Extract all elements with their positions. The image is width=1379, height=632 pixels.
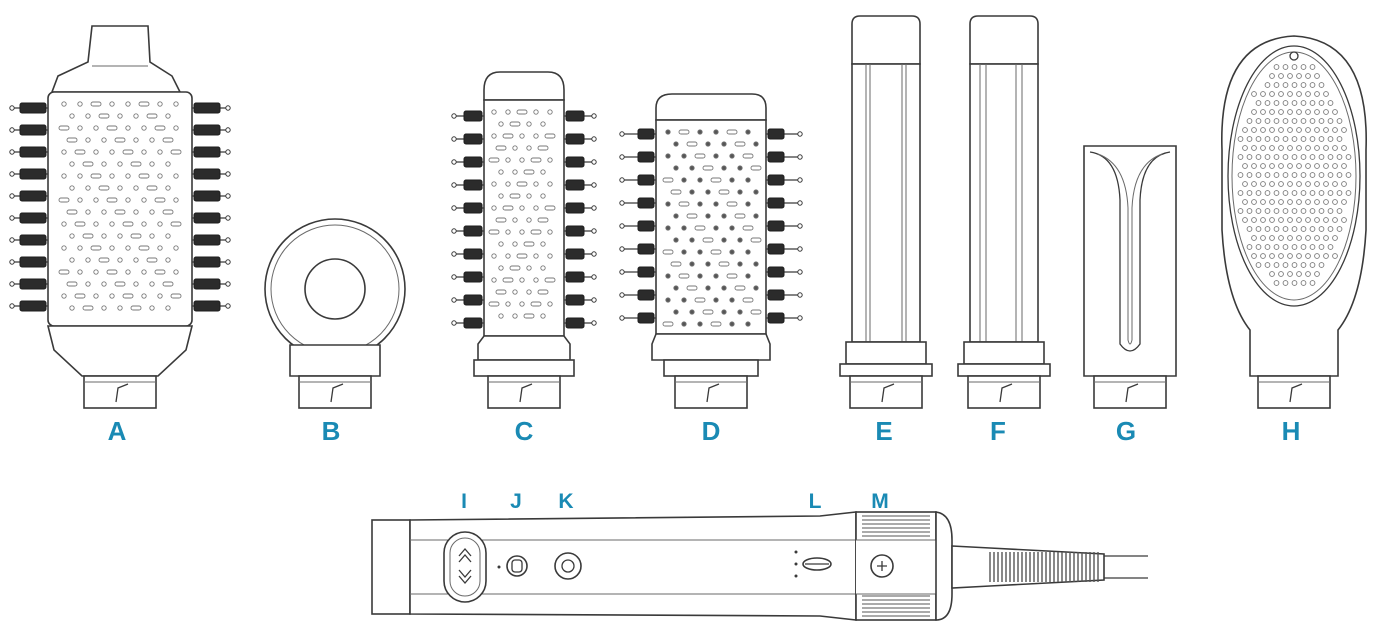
handle <box>371 511 1148 621</box>
label-b: B <box>322 416 341 446</box>
label-i: I <box>461 490 467 513</box>
label-j: J <box>510 490 522 513</box>
label-h: H <box>1282 416 1301 446</box>
label-f: F <box>990 416 1006 446</box>
label-c: C <box>515 416 534 446</box>
attachment-d-small-round-brush <box>619 93 803 409</box>
speed-rocker-switch[interactable] <box>443 531 487 603</box>
label-m: M <box>871 490 889 513</box>
label-d: D <box>702 416 721 446</box>
attachment-c-medium-round-brush <box>451 71 597 409</box>
power-button[interactable] <box>554 552 582 580</box>
attachment-a-large-round-brush <box>9 25 231 409</box>
attachment-g-straightener <box>1083 145 1177 409</box>
label-l: L <box>809 490 822 513</box>
attachment-e-curling-barrel <box>839 15 933 409</box>
label-a: A <box>108 416 127 446</box>
label-e: E <box>875 416 892 446</box>
attachment-h-paddle-brush <box>1221 35 1367 409</box>
attachment-b-concentrator <box>264 218 406 409</box>
attachment-f-curling-barrel <box>957 15 1051 409</box>
cool-shot-button[interactable] <box>506 555 528 577</box>
label-k: K <box>558 490 573 513</box>
label-g: G <box>1116 416 1136 446</box>
